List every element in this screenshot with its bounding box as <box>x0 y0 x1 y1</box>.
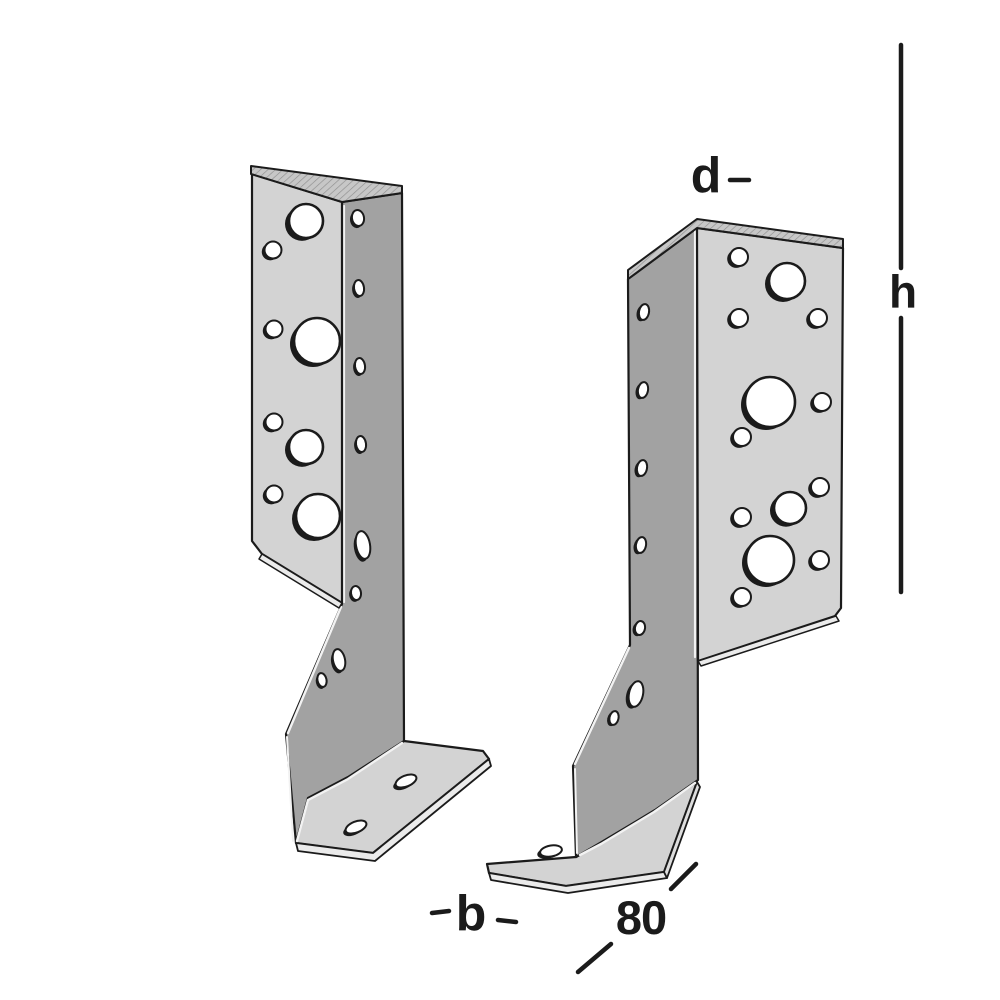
left-web-slot <box>353 357 367 375</box>
left-web-slot <box>316 672 328 688</box>
left-flange-hole-large <box>292 316 342 366</box>
right-flange-hole-small <box>808 308 828 328</box>
right-flange-hole-small <box>732 427 752 447</box>
right-flange-hole-small <box>729 308 749 328</box>
dim-label-b: b <box>455 885 487 942</box>
left-web-slot-large <box>354 530 372 560</box>
dim-label-80: 80 <box>615 891 667 945</box>
left-flange-hole-large <box>294 492 342 540</box>
right-flange-hole-large <box>767 261 807 301</box>
right-flange-hole-small <box>732 507 752 527</box>
right-web-slot <box>636 381 650 399</box>
right-flange-hole-small <box>732 587 752 607</box>
left-web-slot <box>354 435 368 453</box>
dim-80-tick-lower <box>575 941 614 975</box>
right-flange-hole-small <box>812 392 832 412</box>
right-web-slot-large <box>627 680 645 708</box>
right-flange-bottom-edge <box>697 615 840 667</box>
right-flange-hole-small <box>729 247 749 267</box>
left-flange-hole-large <box>287 428 325 466</box>
width-b-dash-right <box>495 917 519 925</box>
left-flange-hole-small <box>264 412 284 432</box>
left-base-hole-1 <box>394 773 418 789</box>
right-web-slot <box>608 710 620 726</box>
right-web-slot <box>633 620 647 636</box>
left-flange-hole-small <box>263 240 283 260</box>
right-web-slot <box>637 303 651 321</box>
right-top-edge <box>627 218 844 280</box>
right-web-edge-highlight <box>574 768 578 854</box>
right-flange-hole-large <box>743 375 797 429</box>
dim-label-h: h <box>888 265 918 318</box>
dim-label-d: d <box>690 147 722 204</box>
left-flange-hole-small <box>264 319 284 339</box>
dim-80-tick-upper <box>668 861 699 892</box>
right-web-slot <box>635 459 649 477</box>
width-b-dash-left <box>429 908 452 916</box>
right-base-hole <box>539 844 563 858</box>
left-web-taper-highlight <box>286 605 343 735</box>
left-top-edge <box>250 165 403 203</box>
right-flange-hole-small <box>810 550 830 570</box>
left-web-bend-highlight <box>295 741 404 843</box>
left-flange-hole-large <box>287 202 325 240</box>
left-web-slot-large <box>331 648 347 672</box>
right-web-slot <box>634 536 648 554</box>
left-web-slot <box>349 585 363 601</box>
right-web-taper-highlight <box>573 646 631 766</box>
right-web-bend-highlight <box>578 781 697 857</box>
left-flange-bottom-edge <box>258 553 343 609</box>
right-base-end-edge <box>663 781 701 879</box>
right-flange-hole-medium <box>772 490 808 526</box>
left-web-slot <box>352 279 366 297</box>
left-base-hole-2 <box>344 819 368 835</box>
right-flange-hole-large <box>744 534 796 586</box>
left-web-slot <box>350 209 366 227</box>
right-flange-hole-small <box>810 477 830 497</box>
left-web-edge-highlight <box>286 736 294 842</box>
left-flange-hole-small <box>264 484 284 504</box>
left-base-front-edge <box>295 758 492 862</box>
